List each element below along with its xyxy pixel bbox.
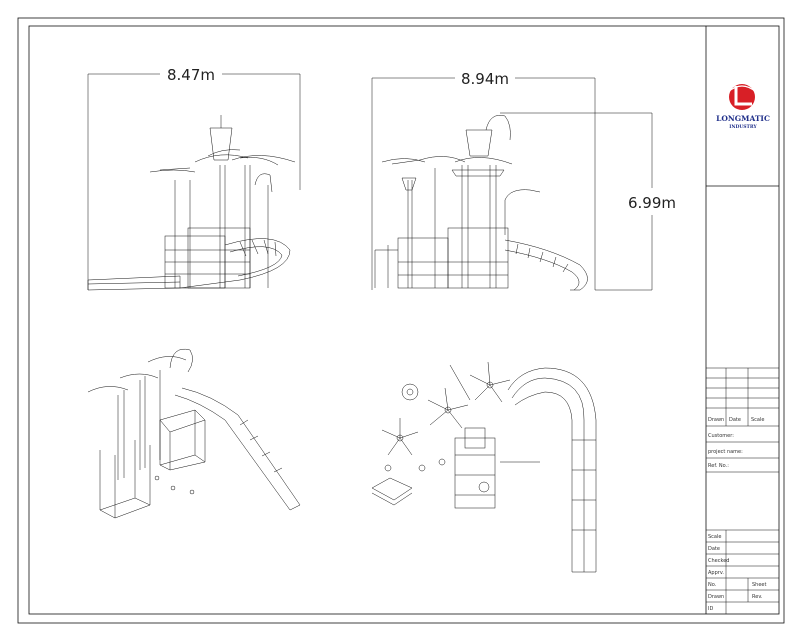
- outer-border: [17, 17, 785, 624]
- brand-sub: INDUSTRY: [729, 124, 757, 130]
- top-view: [371, 361, 597, 573]
- brand-name: LONGMATIC: [716, 114, 770, 123]
- tb-lower-5: Drawn: [708, 594, 724, 600]
- dimension-width-side: 8.94m: [461, 70, 509, 88]
- tb-project: project name:: [708, 449, 743, 455]
- title-block: Drawn Date Scale Customer: project name:…: [706, 185, 779, 614]
- dimension-width-front: 8.47m: [167, 66, 215, 84]
- tb-lower-1: Date: [708, 546, 720, 552]
- side-view: 8.94m 6.99m: [371, 70, 676, 291]
- tb-label-scale: Scale: [751, 417, 764, 423]
- canopy-flower-2: [427, 387, 469, 429]
- tb-right-rev: Rev.: [752, 594, 763, 600]
- company-logo: LONGMATIC INDUSTRY: [716, 84, 770, 130]
- tb-ref: Ref. No.:: [708, 463, 729, 469]
- canopy-flower-1: [381, 418, 419, 456]
- front-view: 8.47m: [87, 66, 301, 291]
- tb-lower-0: Scale: [708, 534, 721, 540]
- tb-lower-2: Checked: [708, 558, 729, 564]
- canopy-flower-3: [469, 361, 511, 403]
- tb-lower-4: No.: [708, 582, 717, 588]
- inner-border: [28, 25, 780, 615]
- tb-label-drawn: Drawn: [708, 417, 724, 423]
- dimension-height-side: 6.99m: [628, 194, 676, 212]
- tb-right-sheet: Sheet: [752, 582, 766, 588]
- tb-lower-3: Apprv.: [708, 570, 724, 576]
- tb-customer: Customer:: [708, 433, 734, 439]
- tb-label-date: Date: [729, 417, 741, 423]
- tb-lower-6: ID: [708, 606, 713, 612]
- isometric-view: [87, 348, 301, 519]
